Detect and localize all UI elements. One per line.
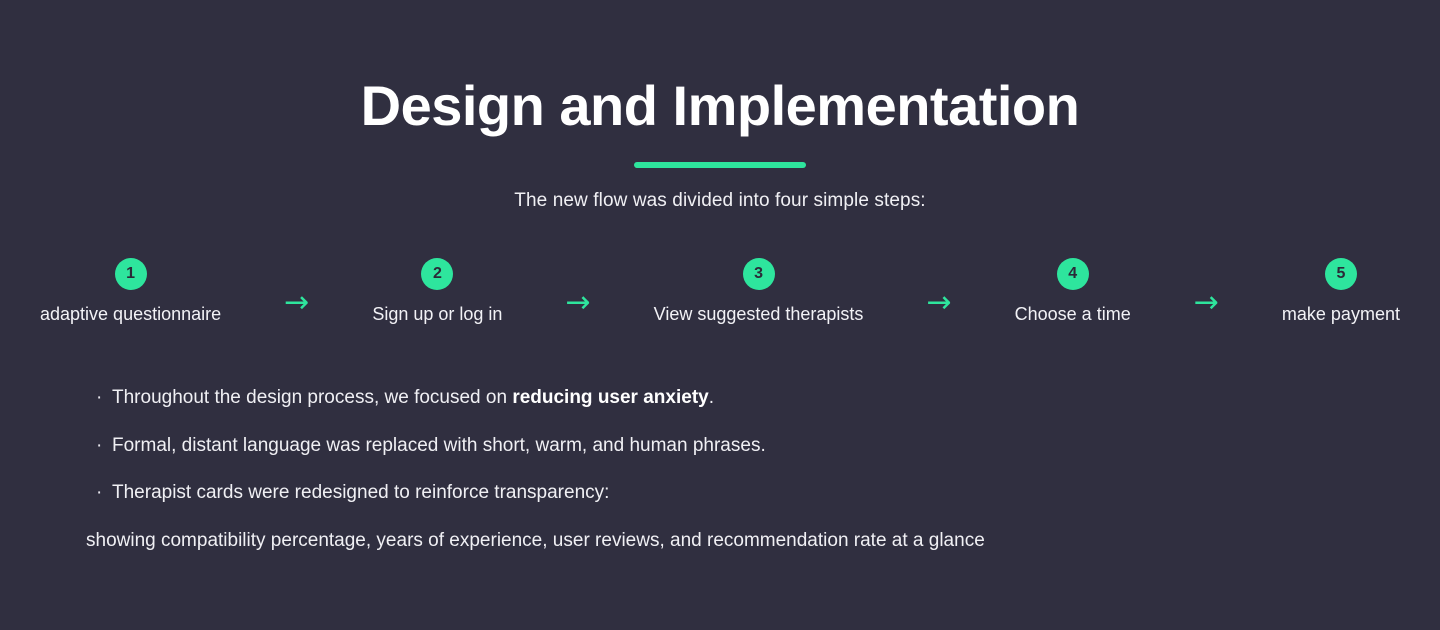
step-label: make payment — [1281, 304, 1400, 324]
bullet-item: · Throughout the design process, we focus… — [96, 385, 1380, 411]
step-label: adaptive questionnaire — [40, 304, 222, 324]
title-block: Design and Implementation — [0, 78, 1440, 168]
step-number-badge: 3 — [742, 258, 775, 290]
trailing-description: showing compatibility percentage, years … — [86, 529, 985, 551]
bullet-dot-icon: · — [96, 482, 103, 504]
page-title: Design and Implementation — [360, 74, 1080, 137]
bullet-list: · Throughout the design process, we focus… — [86, 385, 1380, 554]
step-arrow-icon: → — [1193, 285, 1219, 320]
title-underline-accent — [634, 162, 806, 168]
bullet-item: · Formal, distant language was replaced w… — [96, 433, 1380, 459]
step-label: View suggested therapists — [653, 304, 864, 324]
step-label: Choose a time — [1014, 304, 1131, 324]
step-item-5[interactable]: 5 make payment — [1282, 258, 1400, 325]
step-arrow-icon: → — [565, 285, 591, 320]
bullet-emphasis: reducing user anxiety — [512, 387, 709, 408]
bullet-text: Throughout the design process, we focuse… — [112, 387, 714, 408]
bullet-text: Formal, distant language was replaced wi… — [112, 434, 766, 456]
bullet-text: Therapist cards were redesigned to reinf… — [112, 482, 610, 504]
step-label: Sign up or log in — [372, 304, 503, 324]
step-arrow-icon: → — [926, 285, 952, 320]
step-number-badge: 5 — [1324, 258, 1357, 290]
bullet-dot-icon: · — [96, 434, 103, 456]
step-arrow-icon: → — [284, 285, 310, 320]
step-number-badge: 2 — [421, 258, 454, 290]
subtitle-text: The new flow was divided into four simpl… — [514, 190, 926, 211]
step-item-1[interactable]: 1 adaptive questionnaire — [40, 258, 221, 325]
step-number-badge: 4 — [1056, 258, 1089, 290]
bullet-dot-icon: · — [96, 387, 103, 408]
step-number-badge: 1 — [114, 258, 147, 290]
bullet-item: · Therapist cards were redesigned to rein… — [96, 480, 1380, 506]
